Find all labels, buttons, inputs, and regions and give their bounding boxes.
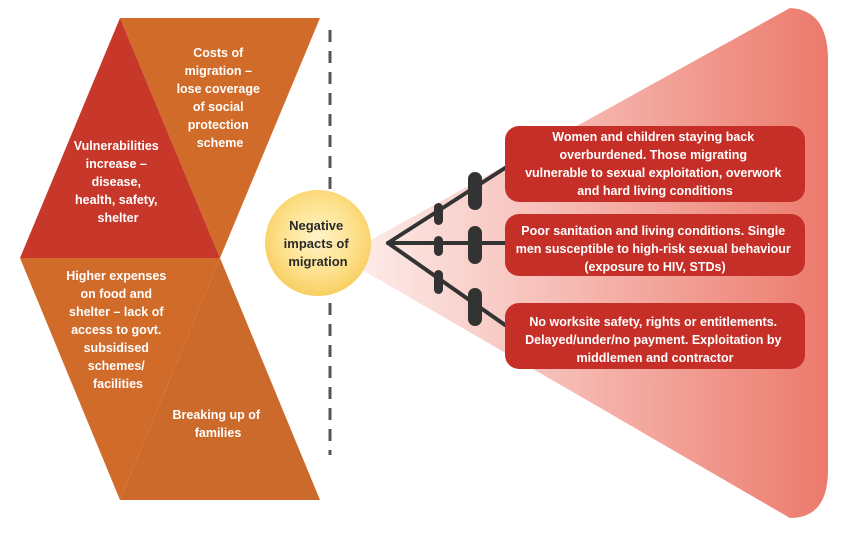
expenses-label: Higher expenses on food and shelter – la… [66,269,170,391]
costs-segment [120,18,320,258]
families-label: Breaking up of families [173,408,264,440]
vulnerabilities-segment [20,18,220,258]
impact-box-3-bg [505,303,805,369]
branch-ticks [434,172,482,326]
tick-bottom-large [468,288,482,326]
impact-box-2-bg [505,214,805,276]
tick-top-small [434,203,443,225]
tick-middle-small [434,236,443,256]
impact-box-1-bg [505,126,805,202]
impact-box-1-text: Women and children staying back overburd… [525,130,785,198]
tick-middle-large [468,226,482,264]
branch-bottom [386,241,507,327]
left-panel: Costs of migration – lose coverage of so… [20,18,320,500]
expenses-segment [20,258,220,500]
costs-label: Costs of migration – lose coverage of so… [177,46,264,150]
impact-box-2: Poor sanitation and living conditions. S… [505,214,805,276]
hub-label: Negative impacts of migration [284,218,353,269]
impact-box-1: Women and children staying back overburd… [505,126,805,202]
impact-box-2-text: Poor sanitation and living conditions. S… [516,224,795,274]
families-segment [120,258,320,500]
impact-box-3: No worksite safety, rights or entitlemen… [505,303,805,369]
tick-bottom-small [434,270,443,294]
impact-box-3-text: No worksite safety, rights or entitlemen… [525,315,785,365]
tick-top-large [468,172,482,210]
branch-top [386,166,507,245]
vulnerabilities-label: Vulnerabilities increase – disease, heal… [74,139,162,225]
hub-circle [265,190,371,296]
branch-connectors [386,166,507,327]
